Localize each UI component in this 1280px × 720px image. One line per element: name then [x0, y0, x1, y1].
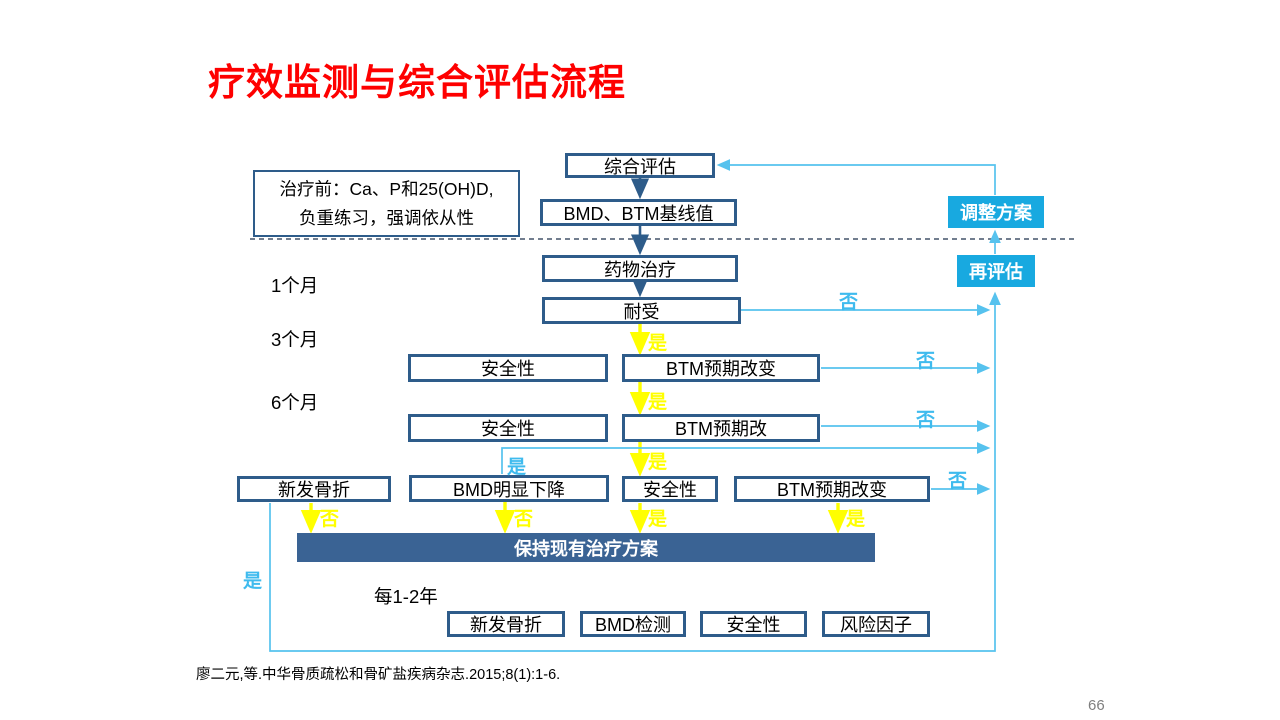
node-drug-treatment-label: 药物治疗 — [604, 259, 676, 280]
node-bmd-decline: BMD明显下降 — [409, 475, 609, 502]
node-tolerate-label: 耐受 — [623, 301, 660, 322]
node-safety-6m: 安全性 — [408, 414, 608, 442]
timeline-month1: 1个月 — [271, 275, 319, 296]
node-keep-plan-bar: 保持现有治疗方案 — [297, 533, 875, 562]
node-annual-fracture: 新发骨折 — [447, 611, 565, 637]
label-no-tolerate: 否 — [839, 292, 859, 313]
pre-treatment-line2: 负重练习，强调依从性 — [299, 207, 474, 228]
node-risk-factor-label: 风险因子 — [840, 615, 912, 635]
label-no-bmddecline: 否 — [514, 509, 534, 530]
node-bmd-test-label: BMD检测 — [595, 615, 671, 635]
node-btm-change-6m: BTM预期改 — [622, 414, 820, 442]
node-tolerate: 耐受 — [542, 297, 741, 324]
node-safety-3m-label: 安全性 — [481, 359, 535, 379]
node-comprehensive-eval: 综合评估 — [565, 153, 715, 178]
label-yes-btm6m: 是 — [648, 452, 668, 473]
timeline-annual: 每1-2年 — [374, 586, 438, 607]
label-no-btmfx: 否 — [948, 471, 968, 492]
line-adjust-to-eval — [716, 159, 996, 195]
node-keep-plan-label: 保持现有治疗方案 — [514, 538, 658, 559]
label-no-btm3m: 否 — [916, 351, 936, 372]
label-no-newfracture: 否 — [320, 509, 340, 530]
node-btm-change-fx-label: BTM预期改变 — [777, 480, 887, 500]
node-btm-change-fx: BTM预期改变 — [734, 476, 930, 502]
node-risk-factor: 风险因子 — [822, 611, 930, 637]
label-yes-newfracture: 是 — [243, 571, 263, 592]
node-drug-treatment: 药物治疗 — [542, 255, 738, 282]
node-bmd-decline-label: BMD明显下降 — [453, 479, 565, 500]
node-btm-change-3m-label: BTM预期改变 — [666, 359, 776, 379]
node-baseline: BMD、BTM基线值 — [540, 199, 737, 226]
page-title: 疗效监测与综合评估流程 — [208, 62, 626, 103]
node-baseline-label: BMD、BTM基线值 — [563, 203, 714, 224]
node-bmd-test: BMD检测 — [580, 611, 686, 637]
node-safety-3m: 安全性 — [408, 354, 608, 382]
node-safety-fx-label: 安全性 — [643, 480, 697, 500]
node-adjust-plan: 调整方案 — [948, 196, 1044, 228]
node-annual-fracture-label: 新发骨折 — [470, 615, 542, 635]
pre-treatment-line1: 治疗前：Ca、P和25(OH)D, — [279, 178, 494, 199]
node-comprehensive-eval-label: 综合评估 — [604, 156, 676, 177]
pre-treatment-note: 治疗前：Ca、P和25(OH)D, 负重练习，强调依从性 — [253, 170, 520, 237]
timeline-month3: 3个月 — [271, 329, 319, 350]
label-yes-btm3m: 是 — [648, 392, 668, 413]
node-adjust-plan-label: 调整方案 — [960, 203, 1032, 223]
node-safety-6m-label: 安全性 — [481, 419, 535, 439]
label-yes-tolerate: 是 — [648, 333, 668, 354]
node-btm-change-3m: BTM预期改变 — [622, 354, 820, 382]
label-yes-btmfx: 是 — [846, 509, 866, 530]
node-btm-change-6m-label: BTM预期改 — [675, 419, 767, 439]
node-new-fracture-label: 新发骨折 — [278, 480, 350, 500]
label-yes-bmddecline: 是 — [507, 457, 527, 478]
node-re-eval-label: 再评估 — [969, 262, 1023, 282]
page-number: 66 — [1088, 697, 1105, 714]
node-annual-safety: 安全性 — [700, 611, 807, 637]
node-new-fracture: 新发骨折 — [237, 476, 391, 502]
node-safety-fx: 安全性 — [622, 476, 718, 502]
label-yes-safetyfx: 是 — [648, 509, 668, 530]
citation: 廖二元,等.中华骨质疏松和骨矿盐疾病杂志.2015;8(1):1-6. — [196, 667, 561, 683]
line-newfracture-yes-loop — [269, 291, 1001, 652]
label-no-btm6m: 否 — [916, 410, 936, 431]
line-bmddecline-yes — [501, 442, 991, 474]
node-re-eval: 再评估 — [957, 255, 1035, 287]
timeline-month6: 6个月 — [271, 392, 319, 413]
node-annual-safety-label: 安全性 — [726, 615, 781, 635]
